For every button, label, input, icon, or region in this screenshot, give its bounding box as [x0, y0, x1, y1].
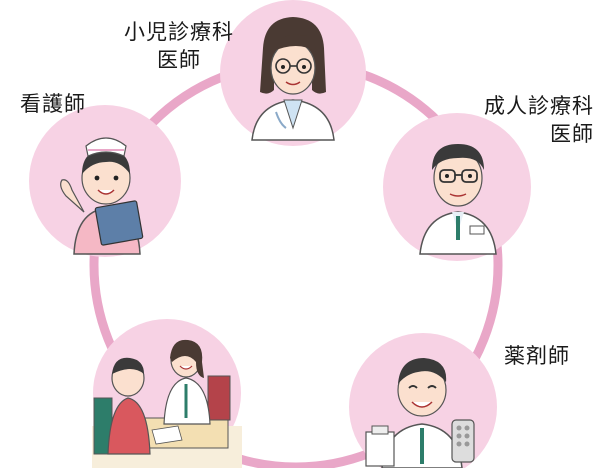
label-line: 成人診療科 — [484, 94, 594, 118]
patient-consultation-icon — [92, 339, 242, 468]
label-line: 看護師 — [20, 92, 86, 116]
nurse-icon — [60, 137, 144, 255]
label-pediatric-physician: 小児診療科 医師 — [106, 18, 252, 74]
patient-consultation-node — [92, 319, 242, 468]
label-nurse: 看護師 — [20, 90, 86, 118]
pharmacist-icon — [365, 358, 475, 468]
label-pharmacist: 薬剤師 — [504, 342, 570, 370]
label-line: 医師 — [550, 122, 594, 146]
label-line: 医師 — [157, 48, 201, 72]
label-adult-physician: 成人診療科 医師 — [466, 92, 594, 148]
label-line: 小児診療科 — [124, 20, 234, 44]
adult-physician-node — [383, 113, 531, 261]
label-line: 薬剤師 — [504, 344, 570, 368]
pediatric-physician-node — [220, 0, 366, 146]
adult-physician-icon — [419, 144, 497, 255]
pediatric-physician-icon — [251, 17, 335, 141]
nurse-node — [29, 105, 181, 257]
pharmacist-node — [349, 333, 497, 468]
